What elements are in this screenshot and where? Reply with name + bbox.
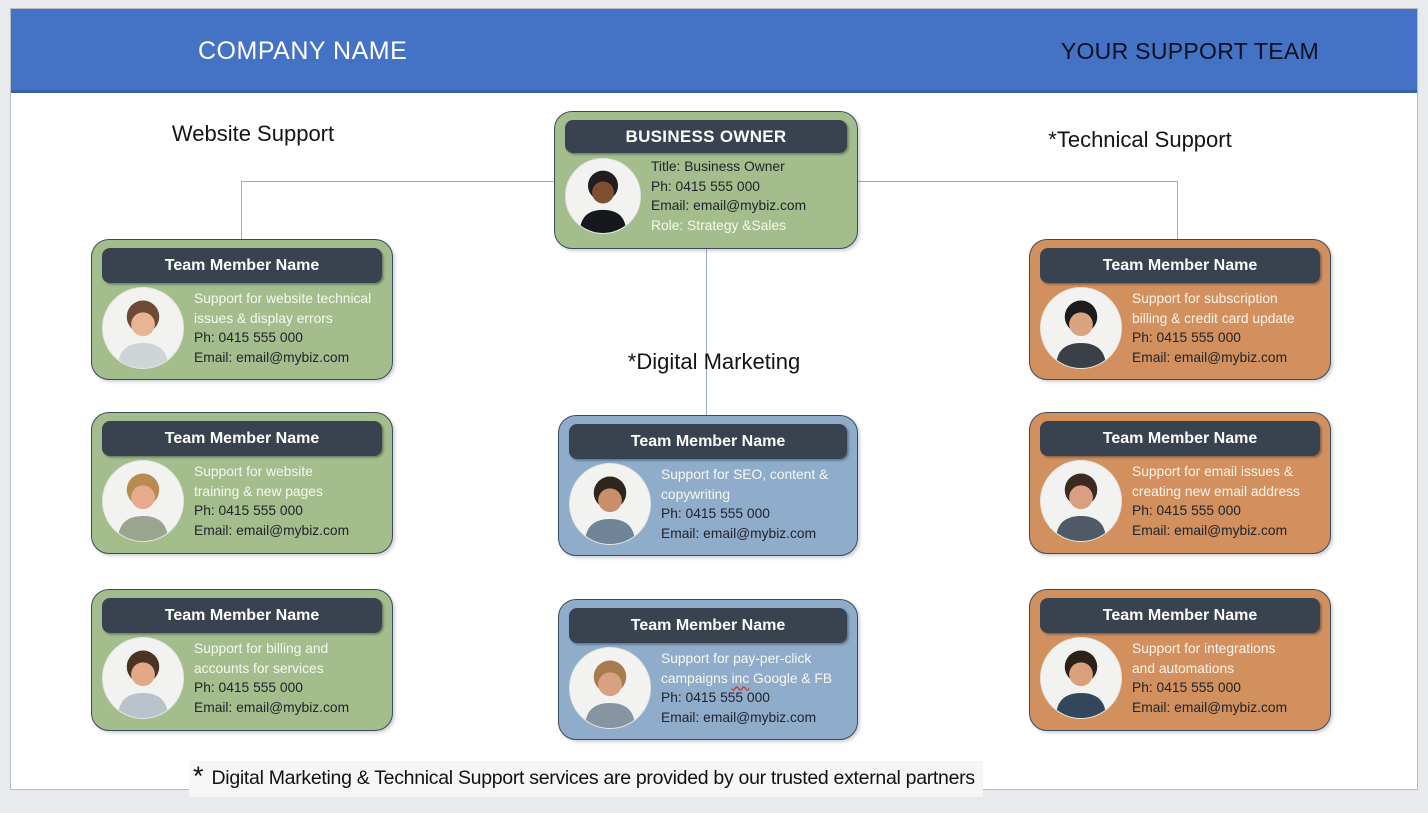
member-email: Email: email@mybiz.com	[661, 525, 817, 541]
team-member-card: Team Member Name Support for integration…	[1029, 589, 1331, 731]
member-phone: Ph: 0415 555 000	[661, 690, 770, 705]
member-email: Email: email@mybiz.com	[1132, 349, 1288, 365]
owner-email: Email: email@mybiz.com	[651, 198, 807, 213]
card-header: Team Member Name	[102, 248, 382, 283]
team-member-card: Team Member Name Support for email issue…	[1029, 412, 1331, 554]
member-desc-line2: issues & display errors	[194, 310, 333, 326]
card-header: Team Member Name	[1040, 421, 1320, 456]
member-desc-line1: Support for website technical	[194, 291, 372, 306]
owner-header-label: BUSINESS OWNER	[625, 126, 787, 146]
team-member-card: Team Member Name Support for website tra…	[91, 412, 393, 554]
member-name: Team Member Name	[630, 432, 786, 450]
team-member-card: Team Member Name Support for website tec…	[91, 239, 393, 380]
member-photo	[1040, 637, 1122, 719]
connector-line-right-vertical	[1177, 181, 1178, 239]
team-member-card: Team Member Name Support for billing and…	[91, 589, 393, 731]
owner-title: Title: Business Owner	[651, 159, 785, 174]
member-desc-line2: creating new email address	[1132, 483, 1300, 499]
business-owner-card: BUSINESS OWNER Title: Business Owner Ph:…	[554, 111, 858, 249]
member-photo	[102, 287, 184, 369]
card-header: Team Member Name	[102, 421, 382, 456]
connector-line-left-horizontal	[241, 181, 554, 182]
connector-line-left-vertical	[241, 181, 242, 239]
member-desc-line2: training & new pages	[194, 483, 323, 499]
member-phone: Ph: 0415 555 000	[1132, 330, 1241, 345]
member-phone: Ph: 0415 555 000	[194, 680, 303, 695]
member-name: Team Member Name	[1102, 429, 1258, 447]
member-phone: Ph: 0415 555 000	[661, 506, 770, 521]
member-name: Team Member Name	[164, 429, 320, 447]
member-desc-line2: billing & credit card update	[1132, 310, 1295, 326]
member-email: Email: email@mybiz.com	[194, 699, 350, 715]
member-phone: Ph: 0415 555 000	[1132, 503, 1241, 518]
footer-note: Digital Marketing & Technical Support se…	[211, 767, 976, 789]
support-team-title: YOUR SUPPORT TEAM	[1060, 37, 1319, 64]
member-name: Team Member Name	[1102, 256, 1258, 274]
member-photo	[102, 460, 184, 542]
owner-role: Role: Strategy &Sales	[651, 217, 786, 233]
member-email: Email: email@mybiz.com	[1132, 699, 1288, 715]
member-name: Team Member Name	[630, 616, 786, 634]
member-desc-line2: and automations	[1132, 660, 1235, 676]
card-header: Team Member Name	[569, 608, 847, 643]
card-header: Team Member Name	[1040, 248, 1320, 283]
member-email: Email: email@mybiz.com	[1132, 522, 1288, 538]
member-desc-line1: Support for billing and	[194, 641, 329, 656]
heading-website-support: Website Support	[171, 121, 335, 146]
member-desc-line1: Support for subscription	[1132, 291, 1278, 306]
member-name: Team Member Name	[164, 256, 320, 274]
member-photo	[1040, 460, 1122, 542]
team-member-card: Team Member Name Support for SEO, conten…	[558, 415, 858, 556]
connector-line-right-horizontal	[858, 181, 1177, 182]
member-email: Email: email@mybiz.com	[661, 709, 817, 725]
member-email: Email: email@mybiz.com	[194, 522, 350, 538]
connector-line-center-vertical	[706, 249, 707, 415]
card-header: Team Member Name	[1040, 598, 1320, 633]
member-desc-line1: Support for SEO, content &	[661, 467, 829, 482]
team-member-card: Team Member Name Support for pay-per-cli…	[558, 599, 858, 740]
member-phone: Ph: 0415 555 000	[194, 503, 303, 518]
member-desc-line2: copywriting	[661, 486, 731, 502]
slide: COMPANY NAME YOUR SUPPORT TEAM Website S…	[10, 8, 1418, 797]
team-member-card: Team Member Name Support for subscriptio…	[1029, 239, 1331, 380]
card-header: Team Member Name	[569, 424, 847, 459]
member-photo	[1040, 287, 1122, 369]
member-email: Email: email@mybiz.com	[194, 349, 350, 365]
heading-digital-marketing: *Digital Marketing	[627, 349, 801, 374]
member-photo	[569, 463, 651, 545]
footer-note-row: * Digital Marketing & Technical Support …	[189, 761, 983, 797]
member-desc-line1: Support for integrations	[1132, 641, 1276, 656]
owner-phone: Ph: 0415 555 000	[651, 178, 760, 194]
member-desc-line1: Support for email issues &	[1132, 464, 1294, 479]
heading-technical-support: *Technical Support	[1048, 127, 1232, 152]
member-name: Team Member Name	[1102, 606, 1258, 624]
owner-photo	[565, 158, 641, 234]
member-photo	[569, 647, 651, 729]
member-photo	[102, 637, 184, 719]
card-header: BUSINESS OWNER	[565, 120, 847, 153]
company-name: COMPANY NAME	[198, 36, 408, 65]
member-phone: Ph: 0415 555 000	[1132, 680, 1241, 695]
member-desc-line2: accounts for services	[194, 660, 324, 676]
member-phone: Ph: 0415 555 000	[194, 330, 303, 345]
member-desc-line1: Support for pay-per-click	[661, 651, 812, 666]
member-desc-line2: campaigns inc Google & FB	[661, 670, 833, 686]
member-desc-line1: Support for website	[194, 464, 313, 479]
card-header: Team Member Name	[102, 598, 382, 633]
title-banner: COMPANY NAME YOUR SUPPORT TEAM	[11, 9, 1417, 93]
member-name: Team Member Name	[164, 606, 320, 624]
footer-asterisk: *	[193, 761, 204, 791]
